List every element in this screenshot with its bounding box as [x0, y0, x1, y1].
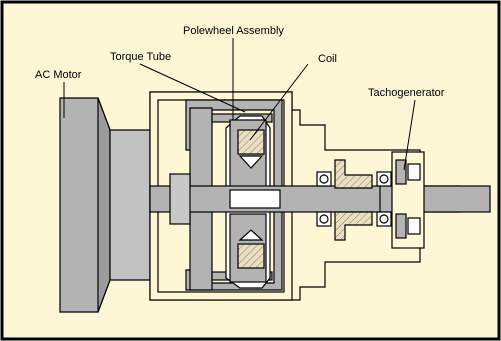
label-ac-motor: AC Motor — [35, 69, 82, 81]
end-housing — [334, 159, 373, 241]
leader-lines — [63, 38, 416, 171]
tachogenerator — [391, 151, 425, 249]
label-polewheel-assembly: Polewheel Assembly — [183, 25, 284, 37]
label-coil: Coil — [318, 53, 337, 65]
bearings — [316, 171, 392, 227]
label-torque-tube: Torque Tube — [110, 51, 171, 63]
ac-motor — [59, 97, 151, 313]
label-tachogenerator: Tachogenerator — [368, 87, 445, 99]
